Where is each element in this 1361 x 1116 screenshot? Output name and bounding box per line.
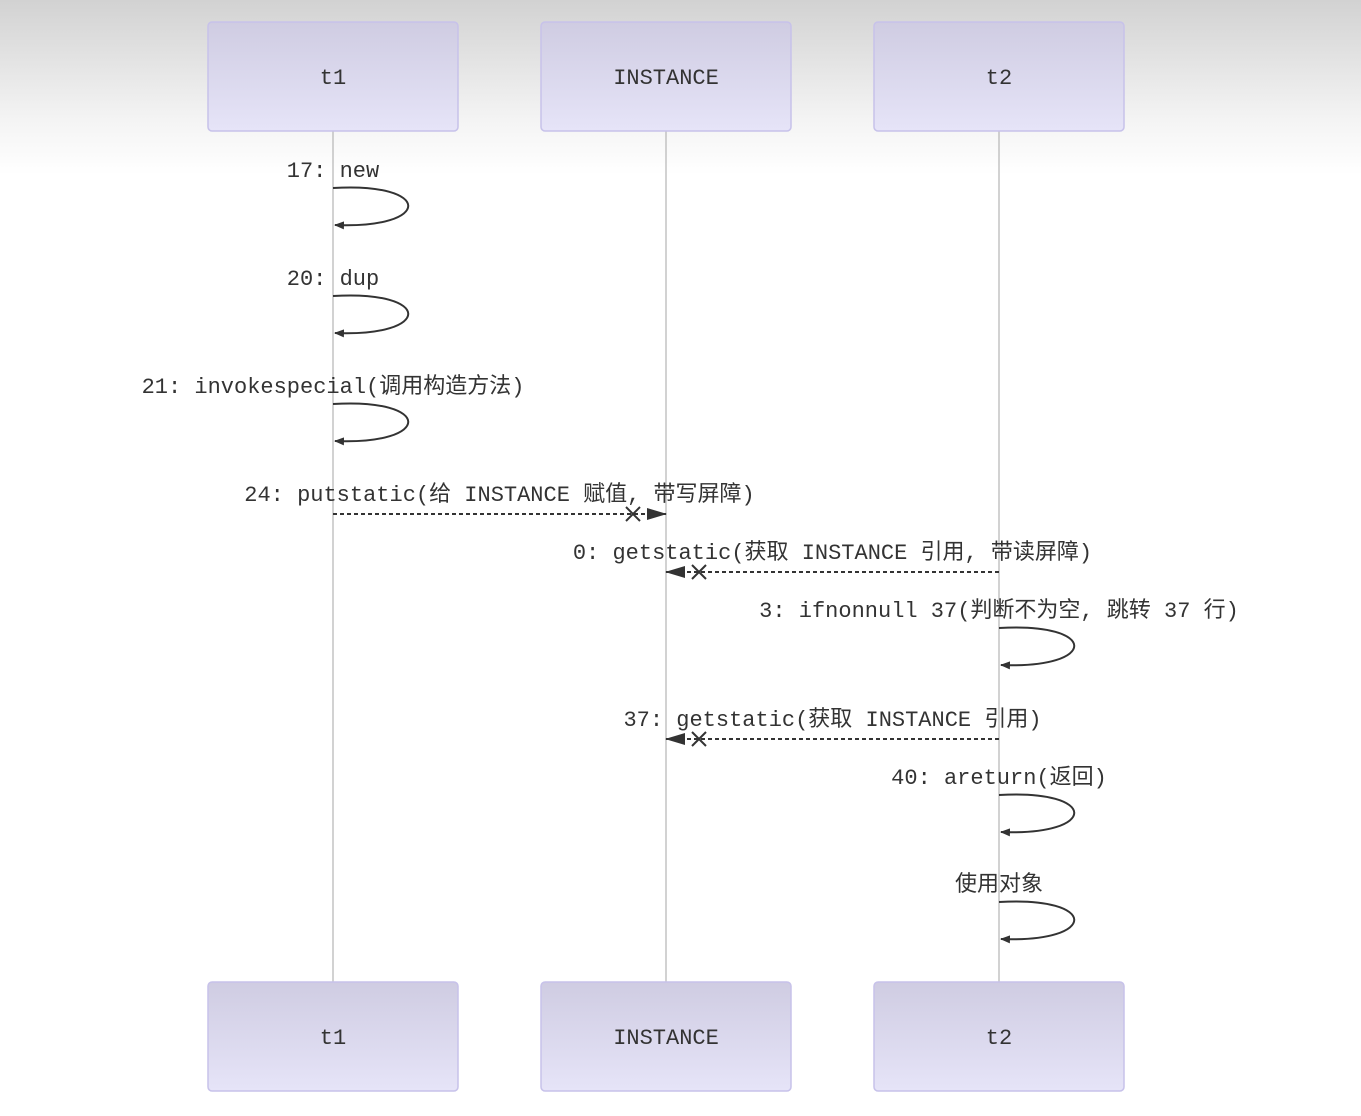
message-label: 21: invokespecial(调用构造方法) xyxy=(142,374,525,400)
self-message-arrow xyxy=(998,626,1076,670)
actor-top-t1: t1 xyxy=(207,21,459,132)
actor-label: INSTANCE xyxy=(613,1026,719,1051)
message: 40: areturn(返回) xyxy=(891,765,1107,837)
message-label: 使用对象 xyxy=(955,872,1043,898)
actor-label: t2 xyxy=(986,1026,1012,1051)
actor-bottom-t1: t1 xyxy=(207,981,459,1092)
self-message-arrow xyxy=(998,793,1076,837)
message: 使用对象 xyxy=(955,872,1076,944)
message-label: 37: getstatic(获取 INSTANCE 引用) xyxy=(623,707,1041,733)
actor-label: INSTANCE xyxy=(613,66,719,91)
cross-icon xyxy=(691,731,707,747)
actor-top-t2: t2 xyxy=(873,21,1125,132)
message-label: 20: dup xyxy=(287,267,379,292)
message: 24: putstatic(给 INSTANCE 赋值, 带写屏障) xyxy=(244,482,755,522)
actor-label: t2 xyxy=(986,66,1012,91)
actor-bottom-instance: INSTANCE xyxy=(540,981,792,1092)
actor-label: t1 xyxy=(320,1026,346,1051)
actor-box xyxy=(540,981,792,1092)
message: 37: getstatic(获取 INSTANCE 引用) xyxy=(623,707,1042,747)
cross-icon xyxy=(691,564,707,580)
cross-icon xyxy=(625,506,641,522)
self-message-arrow xyxy=(332,402,410,446)
self-message-arrow xyxy=(332,294,410,338)
actor-bottom-t2: t2 xyxy=(873,981,1125,1092)
message-label: 40: areturn(返回) xyxy=(891,765,1107,791)
actor-box xyxy=(873,21,1125,132)
message-label: 24: putstatic(给 INSTANCE 赋值, 带写屏障) xyxy=(244,482,754,508)
self-message-arrow xyxy=(998,900,1076,944)
message-label: 3: ifnonnull 37(判断不为空, 跳转 37 行) xyxy=(759,598,1239,624)
actor-box xyxy=(207,981,459,1092)
message: 0: getstatic(获取 INSTANCE 引用, 带读屏障) xyxy=(573,540,1092,580)
actor-box xyxy=(873,981,1125,1092)
message: 3: ifnonnull 37(判断不为空, 跳转 37 行) xyxy=(759,598,1239,670)
message: 17: new xyxy=(287,159,410,230)
message-label: 0: getstatic(获取 INSTANCE 引用, 带读屏障) xyxy=(573,540,1092,566)
message: 21: invokespecial(调用构造方法) xyxy=(142,374,525,446)
self-message-arrow xyxy=(332,186,410,230)
actor-box xyxy=(207,21,459,132)
actor-label: t1 xyxy=(320,66,346,91)
message: 20: dup xyxy=(287,267,410,338)
message-label: 17: new xyxy=(287,159,379,184)
actor-box xyxy=(540,21,792,132)
actor-top-instance: INSTANCE xyxy=(540,21,792,132)
